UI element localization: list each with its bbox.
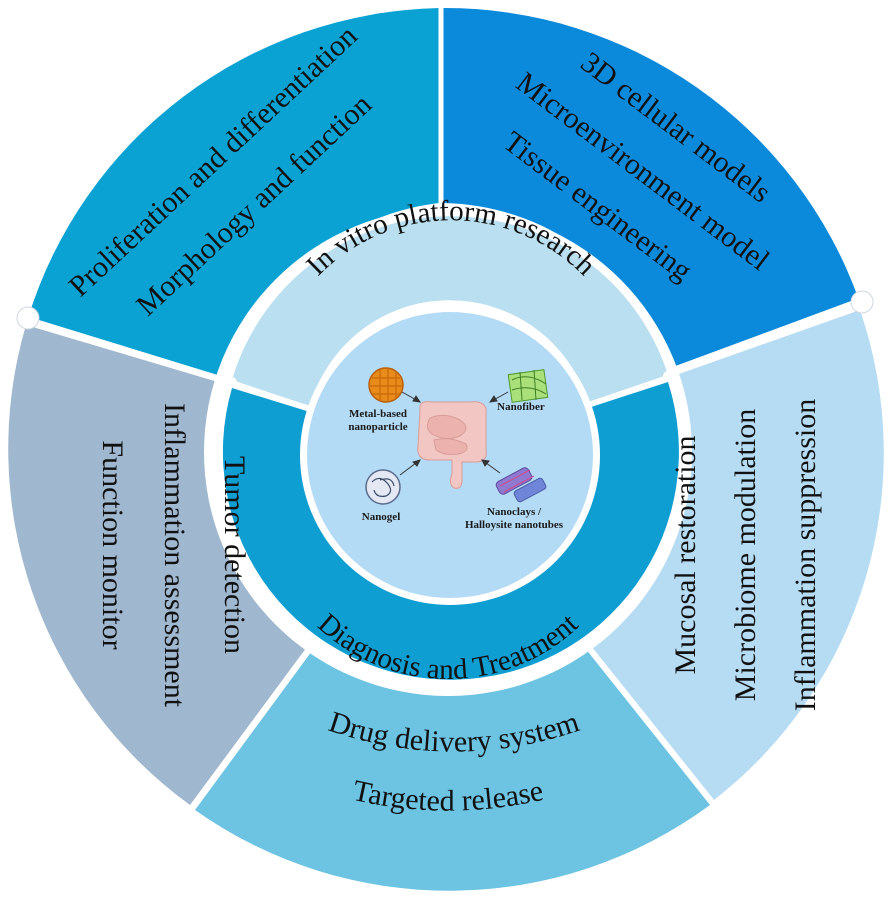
left-line-2: Inflammation assessment	[158, 403, 191, 708]
nanofiber-icon	[507, 369, 549, 403]
inner-ring-bottom	[222, 382, 679, 680]
right-line-3: Inflammation suppression	[789, 399, 822, 711]
right-line-1: Mucosal restoration	[669, 435, 702, 674]
metal-nanoparticle-label-2: nanoparticle	[348, 421, 407, 433]
nanofiber-label: Nanofiber	[497, 401, 545, 413]
inner-ring-dot-right	[663, 371, 673, 381]
nanogel-icon	[365, 469, 401, 505]
metal-nanoparticle-icon	[368, 367, 404, 403]
nanoclay-icon	[495, 467, 547, 503]
nanoclay-label-2: Halloysite nanotubes	[465, 519, 564, 531]
right-line-2: Microbiome modulation	[729, 409, 762, 701]
junction-dot-left	[16, 306, 40, 330]
inner-ring-divider-right	[587, 373, 673, 408]
intestine-illustration	[417, 401, 487, 489]
segment-top-right	[443, 7, 859, 369]
metal-nanoparticle-label-1: Metal-based	[349, 408, 407, 420]
left-line-1: Tumor detection	[218, 456, 251, 654]
inner-ring-divider-left	[227, 381, 313, 412]
center-arrows	[399, 391, 509, 476]
segment-right	[590, 310, 884, 800]
nanogel-label: Nanogel	[362, 511, 401, 523]
junction-dot-right	[850, 290, 874, 314]
inner-ring-dot-left	[227, 377, 237, 387]
inner-ring-top	[232, 216, 668, 406]
nanoclay-label-1: Nanoclays /	[487, 506, 542, 518]
segment-top-left	[28, 8, 439, 380]
left-line-3: Function monitor	[96, 440, 129, 649]
segment-left	[8, 325, 315, 805]
segment-bottom	[195, 640, 710, 891]
segment-dividers	[23, 2, 862, 810]
